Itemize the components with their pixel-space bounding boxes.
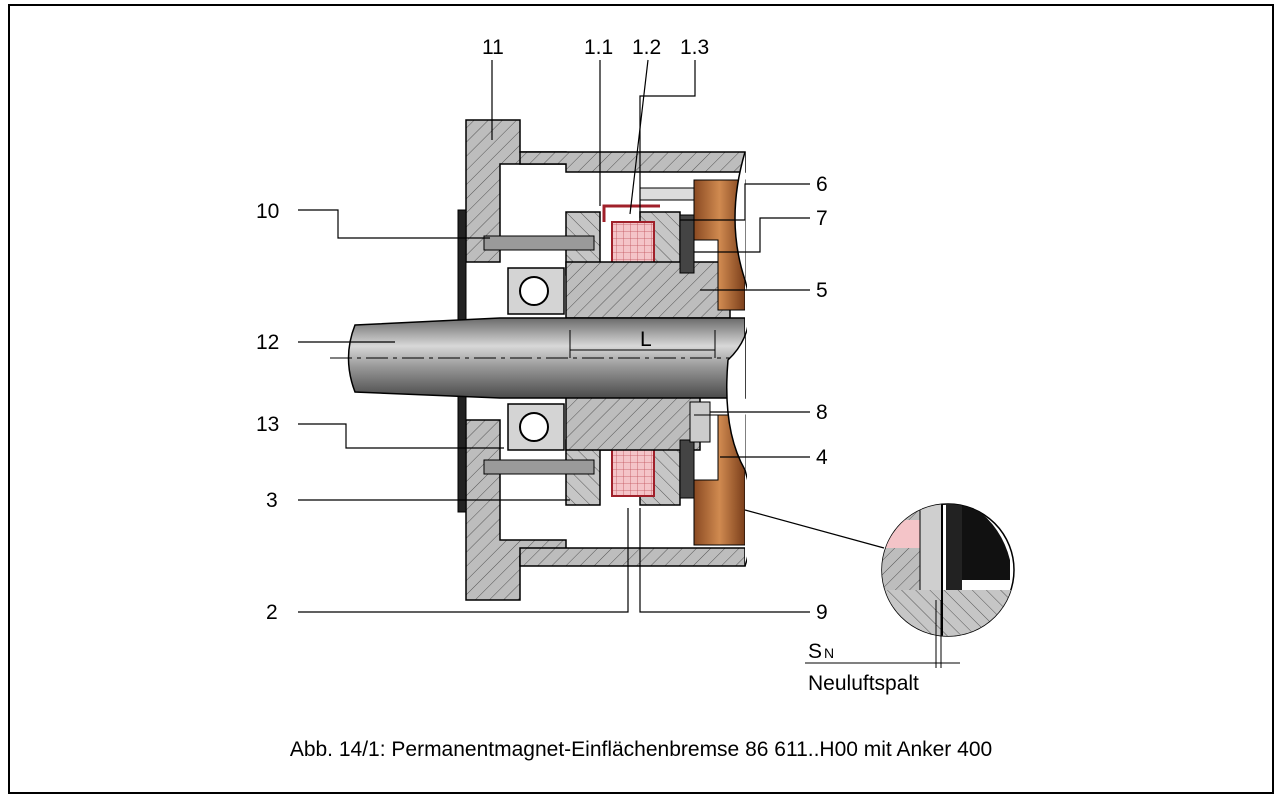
label-1-1: 1.1: [584, 36, 613, 59]
label-1-3: 1.3: [680, 36, 709, 59]
label-10: 10: [256, 200, 279, 223]
label-1-2: 1.2: [632, 36, 661, 59]
label-13: 13: [256, 413, 279, 436]
coil-lead: [602, 204, 660, 222]
label-8: 8: [816, 401, 828, 424]
label-l: L: [640, 328, 652, 351]
housing-bottom: [519, 547, 746, 567]
label-12: 12: [256, 331, 279, 354]
coil-lower: [611, 447, 655, 497]
sn-label: Neuluftspalt: [808, 672, 919, 695]
label-7: 7: [816, 207, 828, 230]
leader-lines: [298, 59, 810, 613]
pin-upper: [639, 187, 696, 201]
armature-lower: [679, 439, 695, 499]
detail-view: [881, 503, 1015, 637]
label-4: 4: [816, 446, 828, 469]
housing-top: [519, 151, 746, 173]
screw-lower: [483, 459, 595, 475]
pin-8: [689, 401, 711, 443]
label-11: 11: [482, 36, 504, 59]
armature-upper: [679, 214, 695, 274]
label-6: 6: [816, 173, 828, 196]
label-2: 2: [266, 601, 278, 624]
label-5: 5: [816, 279, 828, 302]
label-3: 3: [266, 489, 278, 512]
label-9: 9: [816, 601, 828, 624]
screw-upper: [483, 235, 595, 251]
detail-leader: [744, 509, 885, 549]
bearing-ball-lower: [519, 412, 549, 442]
figure-caption: Abb. 14/1: Permanentmagnet-Einflächenbre…: [290, 738, 992, 761]
break-mask: [747, 150, 787, 570]
bearing-ball-upper: [519, 276, 549, 306]
